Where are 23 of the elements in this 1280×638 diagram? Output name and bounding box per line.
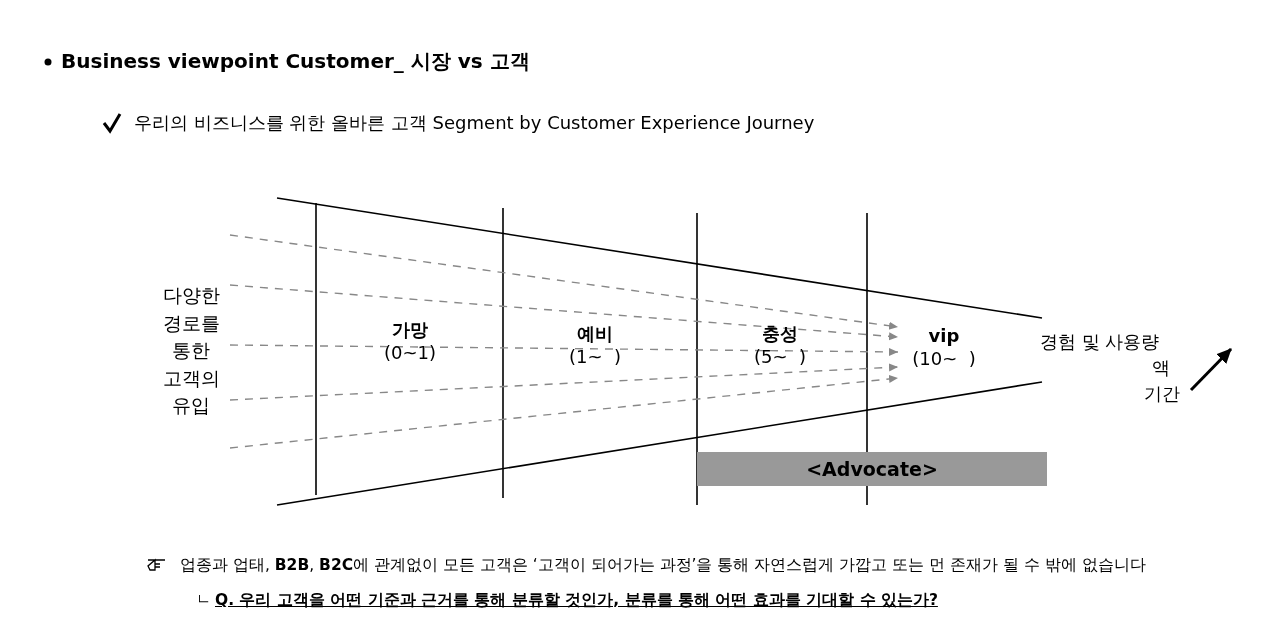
sub-mark: ㄴ [196, 590, 211, 609]
axis-label: 경험 및 사용량 [1040, 330, 1160, 354]
stage-range: (5~ ) [753, 345, 807, 369]
axis-label: 기간 [1143, 382, 1180, 406]
inflow-text: 다양한 경로를 통한 고객의 유입 [158, 282, 224, 422]
stage-range: (10~ ) [911, 347, 977, 371]
axis-label: 액 [1151, 356, 1170, 380]
stage-name: 충성 [761, 322, 799, 346]
note-text: 업종과 업태, B2B, B2C에 관계없이 모든 고객은 ‘고객이 되어가는 과정’을 통해 자연스럽게 가깝고 또는 먼 존재가 될 수 밖에 없습니다 [180, 555, 1146, 576]
dashed-arrow [229, 363, 899, 401]
title: Business viewpoint Customer_ 시장 vs 고객 [61, 48, 530, 75]
stage-range: (0~1) [383, 341, 437, 365]
dashed-arrow [229, 344, 899, 356]
dashed-arrow [229, 234, 899, 330]
dashed-arrow [229, 284, 899, 341]
dashed-arrow [229, 374, 899, 449]
stage-name: 예비 [576, 322, 614, 346]
question-text: Q. 우리 고객을 어떤 기준과 근거를 통해 분류할 것인가, 분류를 통해 어떤 효과를 기대할 수 있는가? [215, 590, 938, 611]
stage-name: vip [927, 324, 961, 348]
advocate-bar: <Advocate> [697, 452, 1047, 486]
stage-name: 가망 [391, 318, 429, 342]
stage-range: (1~ ) [568, 345, 622, 369]
subtitle: 우리의 비즈니스를 위한 올바른 고객 Segment by Customer Experience Journey [134, 111, 815, 135]
